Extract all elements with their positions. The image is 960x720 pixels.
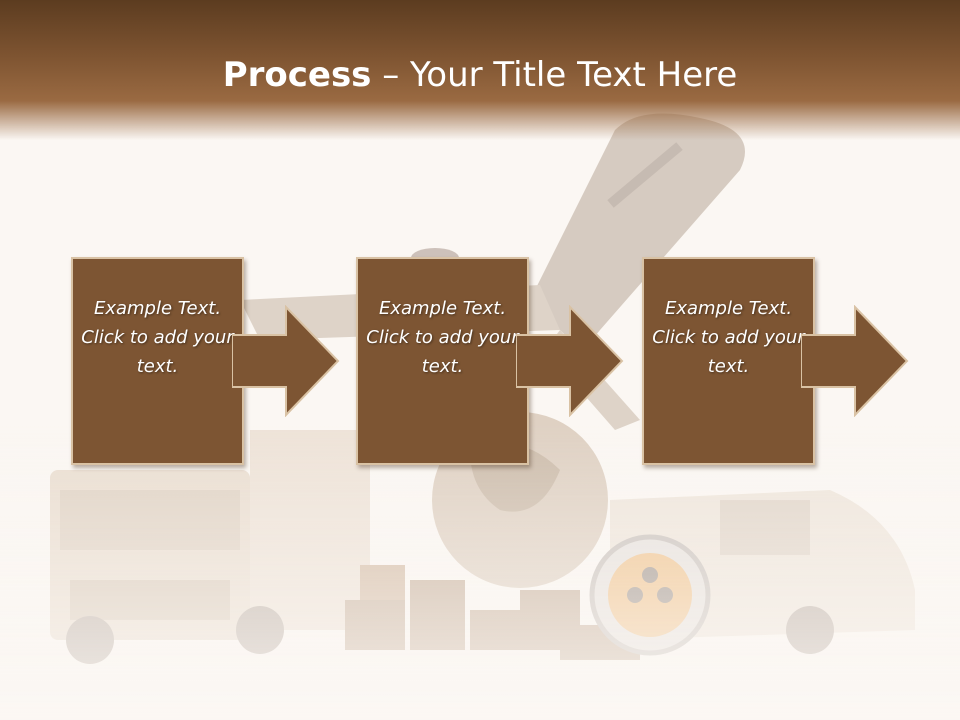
process-step-box-2[interactable]: Example Text. Click to add your text.: [356, 257, 529, 465]
process-step-text-3[interactable]: Example Text. Click to add your text.: [652, 297, 805, 377]
process-step-text-1[interactable]: Example Text. Click to add your text.: [81, 297, 234, 377]
title-bold: Process: [222, 55, 372, 95]
arrow-right-icon-1: [232, 305, 340, 417]
arrow-right-icon-3: [801, 305, 909, 417]
title-rest: – Your Title Text Here: [371, 55, 738, 95]
title-bar: [0, 0, 960, 140]
slide-title[interactable]: Process – Your Title Text Here: [0, 52, 960, 98]
process-step-text-2[interactable]: Example Text. Click to add your text.: [366, 297, 519, 377]
process-step-box-1[interactable]: Example Text. Click to add your text.: [71, 257, 244, 465]
process-step-box-3[interactable]: Example Text. Click to add your text.: [642, 257, 815, 465]
arrow-right-icon-2: [516, 305, 624, 417]
